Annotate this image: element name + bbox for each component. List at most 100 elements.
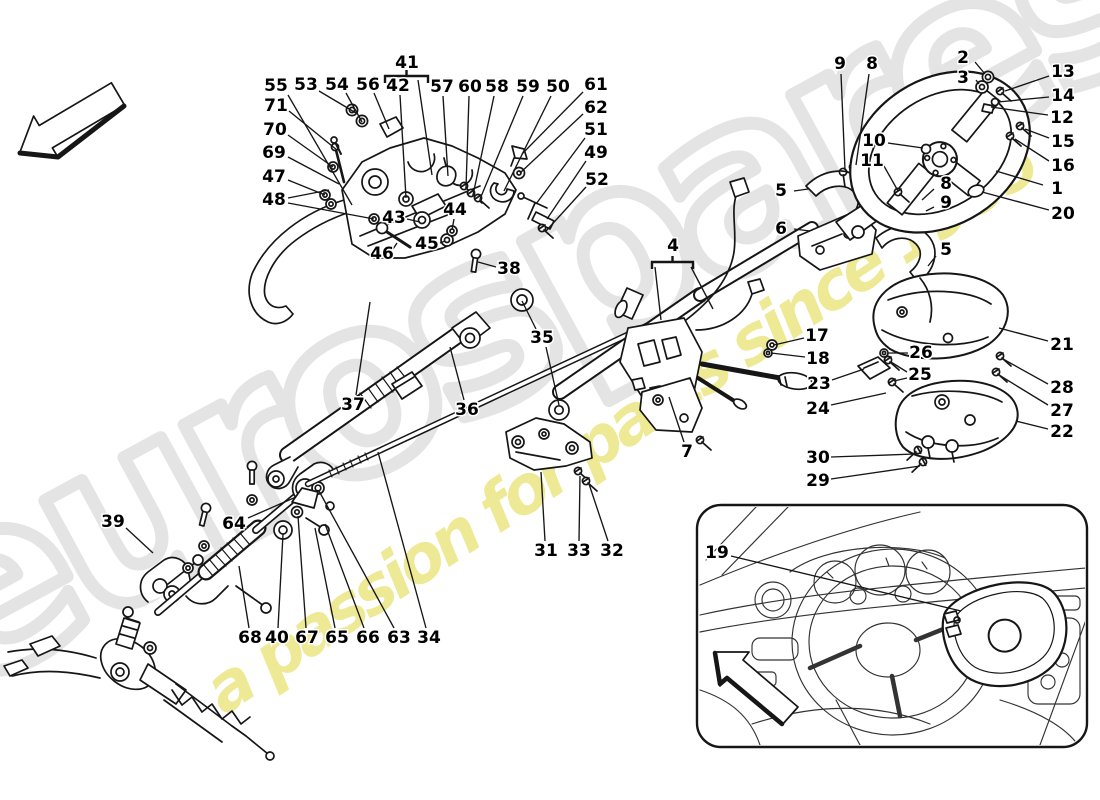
part-number-37: 37: [341, 395, 365, 415]
part-number-53: 53: [294, 75, 318, 95]
steering-shaft: [304, 318, 659, 488]
part-number-54: 54: [325, 75, 349, 95]
part-number-2: 2: [957, 48, 969, 68]
callout-4-leader: [690, 266, 714, 310]
part-number-63: 63: [387, 628, 411, 648]
part-number-67: 67: [295, 628, 319, 648]
part-number-45: 45: [415, 234, 439, 254]
part-number-44: 44: [443, 200, 467, 220]
part-number-13: 13: [1051, 62, 1075, 82]
switch-assembly: [552, 177, 819, 451]
part-number-36: 36: [455, 400, 479, 420]
steering-rack: [3, 606, 275, 761]
callout-48-leader: [287, 202, 375, 220]
callout-31-leader: [540, 471, 546, 542]
callout-50-leader: [503, 95, 552, 192]
callout-22-leader: [1015, 420, 1049, 430]
callout-51-leader: [535, 137, 586, 205]
part-number-16: 16: [1051, 156, 1075, 176]
part-number-47: 47: [262, 167, 286, 187]
part-number-71: 71: [264, 96, 288, 116]
part-number-5: 5: [775, 181, 787, 201]
callout-70-leader: [287, 134, 334, 168]
support-bracket: [505, 417, 598, 492]
part-number-19: 19: [705, 543, 729, 563]
part-number-33: 33: [567, 541, 591, 561]
callout-28-leader: [1002, 358, 1049, 385]
callout-41-leader: [417, 79, 433, 176]
callout-18-leader: [770, 352, 806, 358]
callout-63-leader: [318, 490, 395, 629]
part-number-57: 57: [430, 77, 454, 97]
callout-68-leader: [238, 565, 250, 629]
callout-19-leader: [730, 555, 962, 612]
callout-8-leader: [855, 73, 870, 166]
callout-67-leader: [297, 515, 307, 629]
part-number-9: 9: [940, 193, 952, 213]
callout-62-leader: [519, 113, 584, 174]
part-number-27: 27: [1050, 401, 1074, 421]
part-number-70: 70: [263, 120, 287, 140]
part-number-66: 66: [356, 628, 380, 648]
callout-25-leader: [890, 361, 908, 373]
callout-53-leader: [318, 90, 357, 114]
joint-hardware: [246, 460, 335, 540]
part-number-35: 35: [530, 328, 554, 348]
callout-11-leader: [883, 165, 899, 192]
part-number-8: 8: [940, 174, 952, 194]
upper-shroud: [857, 272, 1009, 393]
part-number-15: 15: [1051, 132, 1075, 152]
callout-65-leader: [314, 527, 336, 629]
part-number-12: 12: [1050, 108, 1074, 128]
callout-66-leader: [324, 523, 365, 629]
part-number-41: 41: [395, 53, 419, 73]
part-number-64: 64: [222, 514, 246, 534]
part-number-38: 38: [497, 259, 521, 279]
callout-61-leader: [521, 91, 584, 155]
part-number-61: 61: [584, 75, 608, 95]
part-number-56: 56: [356, 75, 380, 95]
callout-29-leader: [830, 465, 921, 480]
callout-38-leader: [477, 261, 497, 268]
callout-40-leader: [277, 533, 284, 629]
callout-46-leader: [392, 242, 398, 250]
callout-25-leader: [893, 377, 908, 382]
inset-arrow: [712, 650, 799, 727]
part-number-6: 6: [775, 219, 787, 239]
callout-55-leader: [287, 94, 353, 206]
part-number-32: 32: [600, 541, 624, 561]
part-number-24: 24: [806, 399, 830, 419]
callout-59-leader: [479, 95, 524, 200]
callout-48-leader: [287, 189, 330, 199]
part-number-20: 20: [1051, 204, 1075, 224]
callout-42-leader: [399, 94, 407, 199]
direction-arrow: [17, 81, 127, 160]
callout-6-leader: [793, 228, 811, 232]
part-number-60: 60: [458, 77, 482, 97]
part-number-52: 52: [585, 170, 609, 190]
callout-71-leader: [288, 110, 338, 151]
part-number-5: 5: [940, 240, 952, 260]
part-number-25: 25: [908, 365, 932, 385]
callout-5-leader: [793, 188, 809, 192]
callout-13-leader: [1004, 75, 1050, 92]
part-number-42: 42: [386, 76, 410, 96]
callout-21-leader: [998, 327, 1049, 342]
upper-mounting-bracket: [248, 103, 555, 325]
part-number-62: 62: [584, 98, 608, 118]
column-tube: [265, 288, 570, 490]
callout-17-leader: [773, 337, 805, 346]
part-number-34: 34: [417, 628, 441, 648]
part-number-17: 17: [805, 326, 829, 346]
part-number-8: 8: [866, 54, 878, 74]
part-number-18: 18: [806, 349, 830, 369]
callout-36-leader: [449, 346, 465, 401]
diagram-line-art: [3, 70, 1089, 761]
callout-56-leader: [373, 92, 390, 130]
callout-35-leader: [521, 300, 537, 330]
callout-8-leader: [921, 188, 935, 201]
callout-45-leader: [439, 240, 446, 244]
callout-30-leader: [830, 453, 916, 458]
callout-52-leader: [545, 186, 587, 232]
